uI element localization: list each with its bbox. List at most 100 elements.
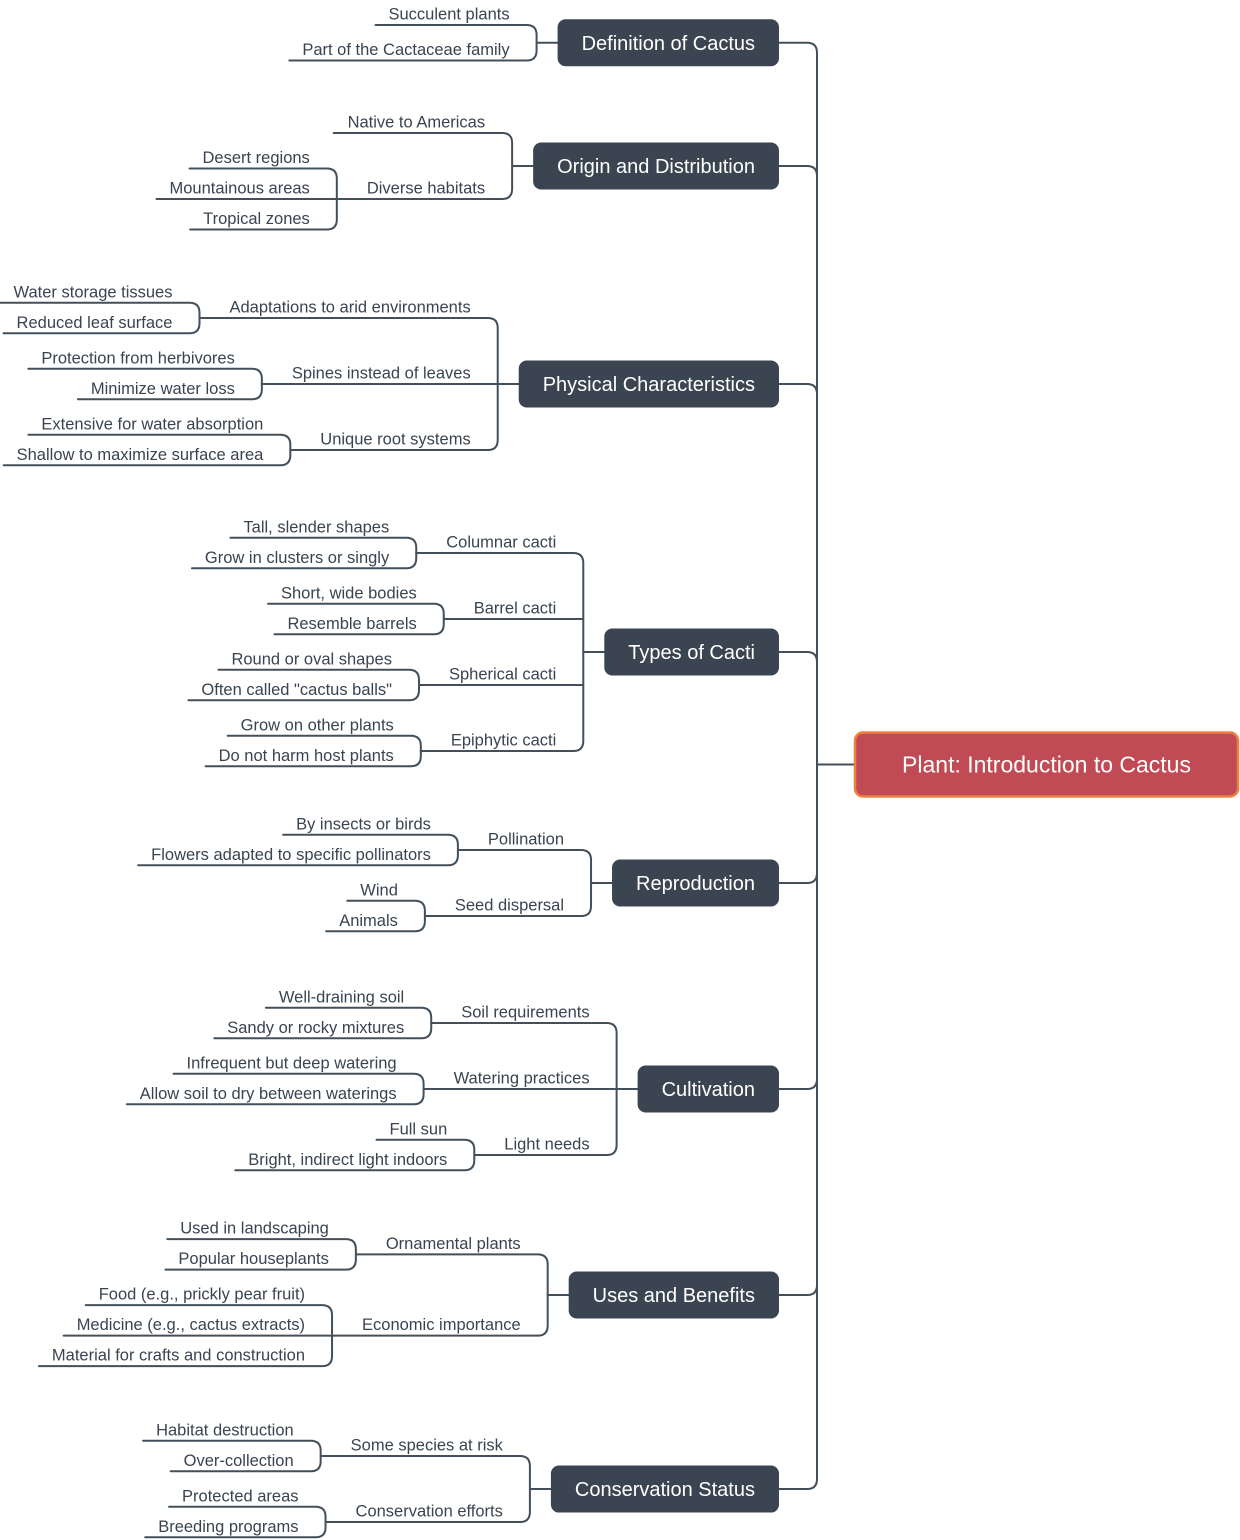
topic-label: Origin and Distribution [557, 156, 755, 178]
leaf-allow-soil-to-dry-between-waterings[interactable]: Allow soil to dry between waterings [140, 1085, 397, 1103]
connector-line [229, 536, 418, 554]
connector-line [169, 1455, 322, 1473]
leaf-infrequent-but-deep-watering[interactable]: Infrequent but deep watering [187, 1054, 397, 1072]
topic-box[interactable] [557, 19, 779, 67]
topic-node-cultivation[interactable]: Cultivation [637, 1065, 779, 1113]
connector-line [37, 1334, 334, 1368]
connector-line [2, 317, 201, 335]
leaf-animals[interactable]: Animals [339, 912, 398, 930]
subtopic-unique-root-systems[interactable]: Unique root systems [320, 431, 470, 449]
connector-line [264, 1006, 433, 1024]
leaf-extensive-for-water-absorption[interactable]: Extensive for water absorption [41, 415, 263, 433]
subtopic-conservation-efforts[interactable]: Conservation efforts [356, 1503, 503, 1521]
connector-line [188, 167, 338, 200]
connector-line [166, 1238, 357, 1256]
leaf-full-sun[interactable]: Full sun [390, 1120, 448, 1138]
leaf-part-of-the-cactaceae-family[interactable]: Part of the Cactaceae family [302, 41, 510, 59]
leaf-flowers-adapted-to-specific-pollinators[interactable]: Flowers adapted to specific pollinators [151, 846, 431, 864]
topic-box[interactable] [604, 628, 779, 676]
connector-line [289, 383, 499, 451]
leaf-round-or-oval-shapes[interactable]: Round or oval shapes [231, 650, 392, 668]
topic-label: Cultivation [662, 1079, 755, 1101]
subtopic-diverse-habitats[interactable]: Diverse habitats [367, 180, 485, 198]
topic-box[interactable] [533, 142, 779, 190]
leaf-do-not-harm-host-plants[interactable]: Do not harm host plants [219, 747, 394, 765]
connector-line [76, 383, 263, 401]
connector-line [473, 1088, 618, 1156]
subtopic-light-needs[interactable]: Light needs [504, 1136, 589, 1154]
leaf-bright-indirect-light-indoors[interactable]: Bright, indirect light indoors [248, 1151, 447, 1169]
topic-node-physical-characteristics[interactable]: Physical Characteristics [518, 360, 779, 408]
leaf-protected-areas[interactable]: Protected areas [182, 1487, 298, 1505]
leaf-short-wide-bodies[interactable]: Short, wide bodies [281, 584, 417, 602]
subtopic-spherical-cacti[interactable]: Spherical cacti [449, 666, 556, 684]
leaf-grow-on-other-plants[interactable]: Grow on other plants [241, 716, 394, 734]
leaf-native-to-americas[interactable]: Native to Americas [348, 114, 486, 132]
leaf-used-in-landscaping[interactable]: Used in landscaping [180, 1220, 329, 1238]
topic-box[interactable] [550, 1465, 779, 1513]
topic-node-reproduction[interactable]: Reproduction [612, 859, 779, 907]
connector-line [168, 1505, 327, 1524]
topic-box[interactable] [637, 1065, 779, 1113]
topic-node-conservation-status[interactable]: Conservation Status [550, 1465, 779, 1513]
subtopic-epiphytic-cacti[interactable]: Epiphytic cacti [451, 732, 556, 750]
leaf-mountainous-areas[interactable]: Mountainous areas [169, 180, 309, 198]
leaf-grow-in-clusters-or-singly[interactable]: Grow in clusters or singly [205, 549, 390, 567]
topic-node-definition-of-cactus[interactable]: Definition of Cactus [557, 19, 779, 67]
topic-node-uses-and-benefits[interactable]: Uses and Benefits [568, 1271, 779, 1319]
connector-line [142, 1439, 322, 1458]
leaf-tropical-zones[interactable]: Tropical zones [203, 210, 310, 228]
subtopic-some-species-at-risk[interactable]: Some species at risk [351, 1437, 504, 1455]
leaf-food-e-g-prickly-pear-fruit[interactable]: Food (e.g., prickly pear fruit) [99, 1286, 305, 1304]
topic-node-origin-and-distribution[interactable]: Origin and Distribution [533, 142, 779, 190]
leaf-breeding-programs[interactable]: Breeding programs [158, 1518, 298, 1536]
subtopic-economic-importance[interactable]: Economic importance [362, 1316, 521, 1334]
leaf-over-collection[interactable]: Over-collection [184, 1452, 294, 1470]
subtopic-pollination[interactable]: Pollination [488, 831, 564, 849]
leaf-medicine-e-g-cactus-extracts[interactable]: Medicine (e.g., cactus extracts) [77, 1316, 305, 1334]
leaf-wind[interactable]: Wind [360, 881, 398, 899]
connector-line [319, 1455, 531, 1491]
leaf-often-called-cactus-balls[interactable]: Often called "cactus balls" [201, 681, 392, 699]
leaf-by-insects-or-birds[interactable]: By insects or birds [296, 815, 431, 833]
subtopic-columnar-cacti[interactable]: Columnar cacti [446, 534, 556, 552]
leaf-tall-slender-shapes[interactable]: Tall, slender shapes [243, 518, 389, 536]
subtopic-soil-requirements[interactable]: Soil requirements [461, 1004, 589, 1022]
subtopic-watering-practices[interactable]: Watering practices [454, 1070, 590, 1088]
topic-label: Uses and Benefits [593, 1285, 755, 1307]
leaf-sandy-or-rocky-mixtures[interactable]: Sandy or rocky mixtures [227, 1019, 404, 1037]
leaf-resemble-barrels[interactable]: Resemble barrels [287, 615, 416, 633]
topic-box[interactable] [518, 360, 779, 408]
leaf-habitat-destruction[interactable]: Habitat destruction [156, 1421, 294, 1439]
leaf-protection-from-herbivores[interactable]: Protection from herbivores [41, 349, 235, 367]
subtopic-seed-dispersal[interactable]: Seed dispersal [455, 897, 564, 915]
leaf-well-draining-soil[interactable]: Well-draining soil [279, 988, 404, 1006]
topic-trunk-stub [778, 1078, 818, 1090]
connector-line [331, 1294, 549, 1337]
leaf-water-storage-tissues[interactable]: Water storage tissues [14, 283, 173, 301]
subtopic-barrel-cacti[interactable]: Barrel cacti [474, 600, 557, 618]
leaf-desert-regions[interactable]: Desert regions [203, 149, 310, 167]
topic-node-types-of-cacti[interactable]: Types of Cacti [604, 628, 779, 676]
connector-line [125, 1088, 425, 1106]
root-label: Plant: Introduction to Cactus [902, 752, 1191, 778]
connector-line [2, 449, 292, 467]
leaf-shallow-to-maximize-surface-area[interactable]: Shallow to maximize surface area [17, 446, 265, 464]
connector-line [415, 552, 585, 653]
topic-box[interactable] [568, 1271, 779, 1319]
connector-line [172, 1072, 425, 1090]
subtopic-adaptations-to-arid-environments[interactable]: Adaptations to arid environments [229, 299, 470, 317]
leaf-material-for-crafts-and-construction[interactable]: Material for crafts and construction [52, 1347, 305, 1365]
subtopic-spines-instead-of-leaves[interactable]: Spines instead of leaves [292, 365, 471, 383]
leaf-reduced-leaf-surface[interactable]: Reduced leaf surface [17, 314, 173, 332]
leaf-minimize-water-loss[interactable]: Minimize water loss [91, 380, 235, 398]
leaf-succulent-plants[interactable]: Succulent plants [389, 6, 510, 24]
subtopic-ornamental-plants[interactable]: Ornamental plants [386, 1235, 521, 1253]
connector-line [84, 1304, 334, 1337]
connector-line [204, 750, 422, 768]
topic-box[interactable] [612, 859, 779, 907]
root-box[interactable] [853, 731, 1240, 798]
topic-label: Types of Cacti [628, 642, 755, 664]
leaf-popular-houseplants[interactable]: Popular houseplants [178, 1250, 328, 1268]
root-node[interactable]: Plant: Introduction to Cactus [853, 731, 1240, 798]
